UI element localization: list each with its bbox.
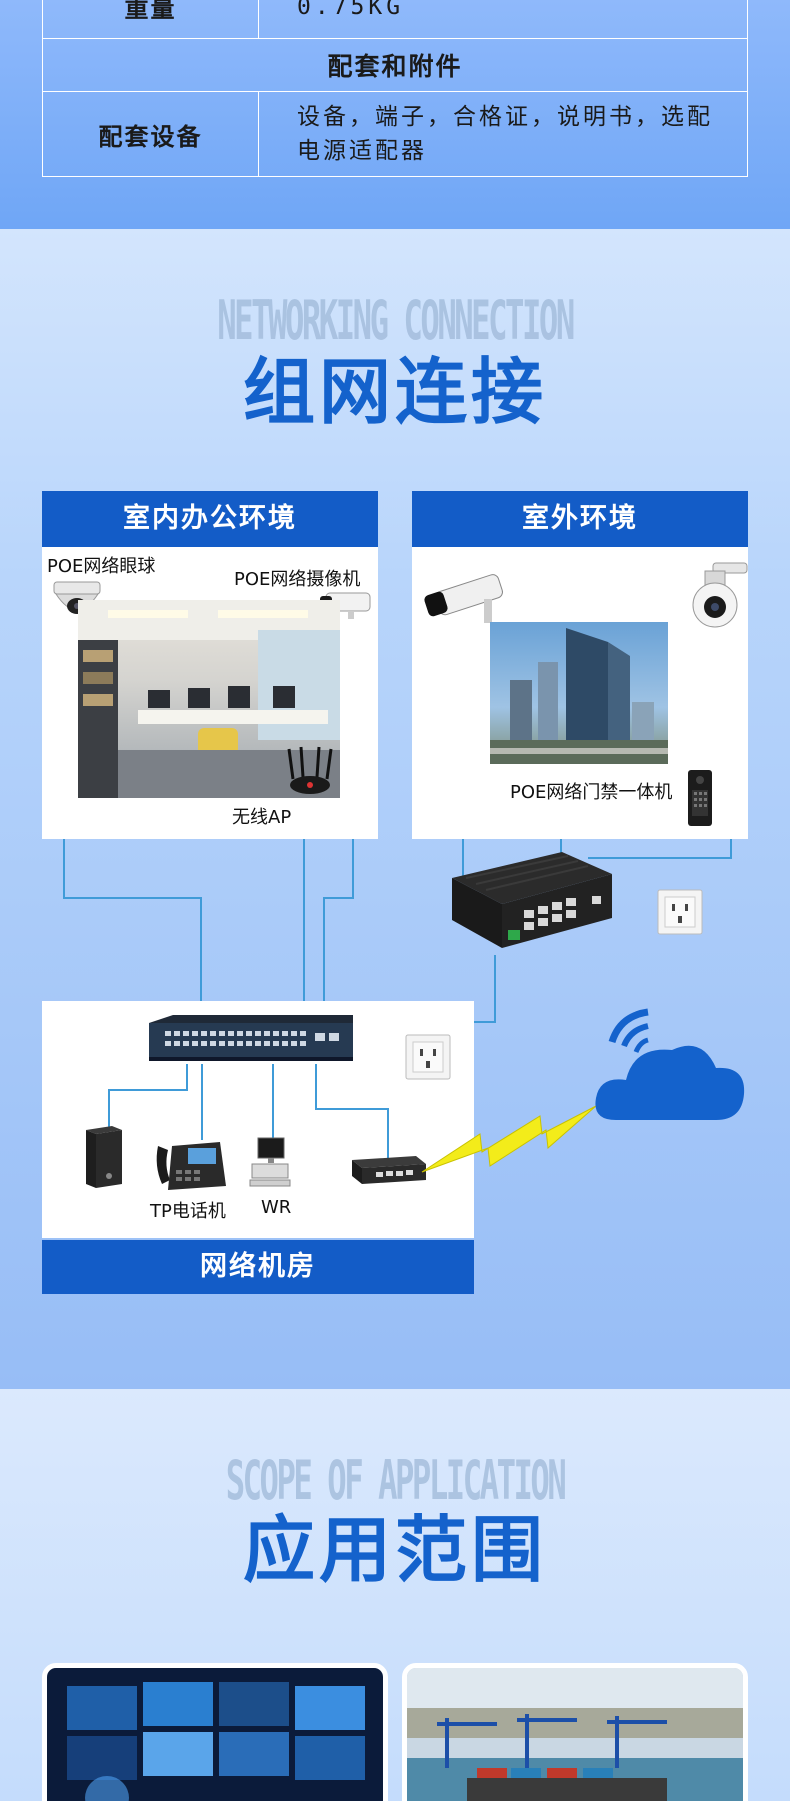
- power-socket-icon: [405, 1034, 451, 1080]
- lightning-icon: [421, 1105, 597, 1173]
- weight-label: 重量: [42, 0, 259, 39]
- application-image-monitoring: [42, 1663, 388, 1801]
- access-control-label: POE网络门禁一体机: [510, 782, 673, 803]
- application-image-port: [402, 1663, 748, 1801]
- wire: [201, 1064, 203, 1140]
- ptz-camera-icon: [692, 562, 748, 628]
- wire: [315, 1108, 389, 1110]
- indoor-heading: 室内办公环境: [42, 491, 378, 547]
- table-row: 配套设备 设备，端子，合格证，说明书，选配电源适配器: [42, 91, 748, 177]
- power-socket-icon: [657, 889, 703, 935]
- weight-value: 0.75KG: [258, 0, 748, 39]
- phone-label: TP电话机: [150, 1201, 226, 1222]
- wireless-ap-icon: [287, 746, 333, 794]
- rack-switch-icon: [149, 1015, 353, 1061]
- wire: [387, 1108, 389, 1162]
- industrial-switch-icon: [452, 852, 612, 948]
- accessories-value: 设备，端子，合格证，说明书，选配电源适配器: [258, 91, 748, 177]
- wire: [200, 897, 202, 1015]
- networking-title-en-wrap: NETWORKING CONNECTION: [0, 289, 790, 353]
- table-row: 配套和附件: [42, 38, 748, 92]
- wire: [323, 897, 354, 899]
- wire: [323, 897, 325, 1015]
- bullet-camera-label: POE网络摄像机: [234, 569, 361, 590]
- wire: [494, 955, 496, 1023]
- access-control-icon: [688, 770, 712, 826]
- building-photo: [490, 622, 668, 764]
- dome-camera-label: POE网络眼球: [47, 556, 156, 577]
- spec-section: 重量 0.75KG 配套和附件 配套设备 设备，端子，合格证，说明书，选配电源适…: [0, 0, 790, 229]
- wire: [108, 1089, 188, 1091]
- wire: [303, 800, 305, 1015]
- ip-phone-icon: [156, 1142, 226, 1190]
- workstation-icon: [249, 1137, 291, 1187]
- outdoor-heading: 室外环境: [412, 491, 748, 547]
- application-title-cn: 应用范围: [242, 1508, 547, 1592]
- wire: [63, 897, 201, 899]
- networking-title-en: NETWORKING CONNECTION: [217, 289, 575, 353]
- video-wall-image-icon: [47, 1668, 383, 1801]
- application-title-en-wrap: SCOPE OF APPLICATION: [0, 1449, 790, 1513]
- application-section: SCOPE OF APPLICATION 应用范围: [0, 1389, 790, 1801]
- accessories-label: 配套设备: [42, 91, 259, 177]
- wire: [272, 1064, 274, 1138]
- cloud-icon: [595, 1008, 745, 1120]
- wire: [588, 857, 732, 859]
- wire: [108, 1089, 110, 1127]
- building-scene-icon: [490, 628, 668, 764]
- workstation-label: WR: [261, 1197, 292, 1218]
- port-image-icon: [407, 1668, 743, 1801]
- application-title-en: SCOPE OF APPLICATION: [225, 1449, 567, 1513]
- table-row: 重量 0.75KG: [42, 0, 748, 39]
- server-room-heading: 网络机房: [42, 1240, 474, 1294]
- wire: [315, 1064, 317, 1110]
- accessories-heading: 配套和附件: [42, 38, 748, 92]
- spec-table: 重量 0.75KG 配套和附件 配套设备 设备，端子，合格证，说明书，选配电源适…: [42, 0, 748, 177]
- wire: [186, 1064, 188, 1091]
- router-icon: [352, 1156, 426, 1184]
- outdoor-camera-icon: [424, 574, 503, 623]
- pc-tower-icon: [86, 1126, 122, 1188]
- networking-title-cn: 组网连接: [242, 350, 547, 434]
- wireless-ap-label: 无线AP: [232, 807, 292, 828]
